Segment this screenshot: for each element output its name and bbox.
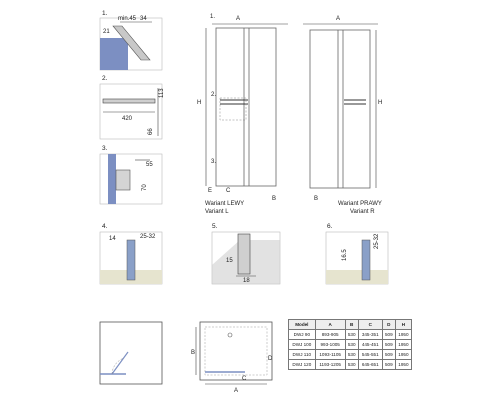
step-1-profile bbox=[112, 25, 151, 61]
step-1-number: 1. bbox=[102, 10, 108, 17]
svg-text:B: B bbox=[272, 196, 276, 202]
svg-text:14: 14 bbox=[109, 236, 116, 242]
svg-text:A: A bbox=[336, 16, 340, 22]
variant-left-label: Wariant LEWY bbox=[205, 201, 244, 207]
step-4-panel: 4. 14 25-32 bbox=[99, 223, 163, 285]
svg-text:E: E bbox=[208, 188, 212, 194]
svg-text:25-32: 25-32 bbox=[140, 234, 156, 240]
svg-text:113: 113 bbox=[159, 88, 165, 98]
step-3-hinge bbox=[115, 169, 131, 191]
svg-text:B: B bbox=[191, 350, 195, 356]
step-5-panel: 5. 15 18 bbox=[211, 223, 281, 285]
svg-text:C: C bbox=[226, 188, 231, 194]
svg-text:66: 66 bbox=[148, 128, 154, 135]
step-1-panel: 1. min.45 34 21 bbox=[99, 10, 163, 71]
step-5-number: 5. bbox=[212, 223, 218, 230]
col-h: H bbox=[394, 319, 413, 330]
step-6-panel: 6. 16.5 25-32 bbox=[325, 223, 389, 285]
svg-text:C: C bbox=[242, 376, 247, 382]
step-5-profile bbox=[237, 233, 251, 275]
svg-text:18: 18 bbox=[243, 278, 250, 284]
step-3-panel: 3. 55 70 bbox=[99, 145, 163, 205]
svg-text:A: A bbox=[234, 388, 238, 394]
svg-text:70: 70 bbox=[142, 184, 148, 191]
step-2-number: 2. bbox=[102, 75, 108, 82]
svg-text:min.45: min.45 bbox=[118, 16, 137, 22]
step-4-profile bbox=[126, 239, 136, 281]
svg-text:Variant L: Variant L bbox=[205, 209, 229, 215]
col-c: C bbox=[357, 319, 383, 330]
svg-text:Variant R: Variant R bbox=[350, 209, 375, 215]
step-3-number: 3. bbox=[102, 145, 108, 152]
svg-text:420: 420 bbox=[122, 116, 133, 122]
step-2-handle-bar bbox=[102, 98, 156, 104]
col-model: Model bbox=[288, 319, 316, 330]
svg-text:H: H bbox=[378, 100, 382, 106]
step-6-profile bbox=[361, 239, 371, 281]
svg-text:16.5: 16.5 bbox=[342, 249, 348, 261]
svg-text:25-32: 25-32 bbox=[374, 233, 380, 249]
step-2-panel: 2. 420 113 66 bbox=[99, 75, 165, 140]
plan-view-left bbox=[99, 321, 163, 385]
step-3-glass bbox=[108, 154, 116, 204]
variant-right-drawing: A H B Wariant PRAWY Variant R bbox=[303, 16, 382, 215]
svg-text:H: H bbox=[197, 100, 201, 106]
svg-text:2.: 2. bbox=[211, 92, 216, 98]
step-1-glass bbox=[100, 38, 128, 70]
svg-text:3.: 3. bbox=[211, 159, 216, 165]
svg-text:1.: 1. bbox=[210, 14, 215, 20]
table-header-row: Model A B C D H bbox=[288, 319, 413, 330]
svg-text:B: B bbox=[314, 196, 318, 202]
step-4-number: 4. bbox=[102, 223, 108, 230]
svg-text:34: 34 bbox=[140, 16, 147, 22]
variant-right-label: Wariant PRAWY bbox=[338, 201, 382, 207]
step-6-number: 6. bbox=[327, 223, 333, 230]
svg-text:21: 21 bbox=[103, 29, 110, 35]
svg-text:D: D bbox=[268, 356, 273, 362]
col-d: D bbox=[381, 319, 396, 330]
svg-text:15: 15 bbox=[226, 258, 233, 264]
col-b: B bbox=[344, 319, 359, 330]
plan-view-right: B A C D bbox=[191, 321, 273, 394]
svg-text:55: 55 bbox=[146, 162, 153, 168]
svg-text:A: A bbox=[236, 16, 240, 22]
variant-left-drawing: A H 2. 3. C E B 1. Wariant LEWY Variant … bbox=[197, 14, 288, 215]
col-a: A bbox=[314, 319, 346, 330]
